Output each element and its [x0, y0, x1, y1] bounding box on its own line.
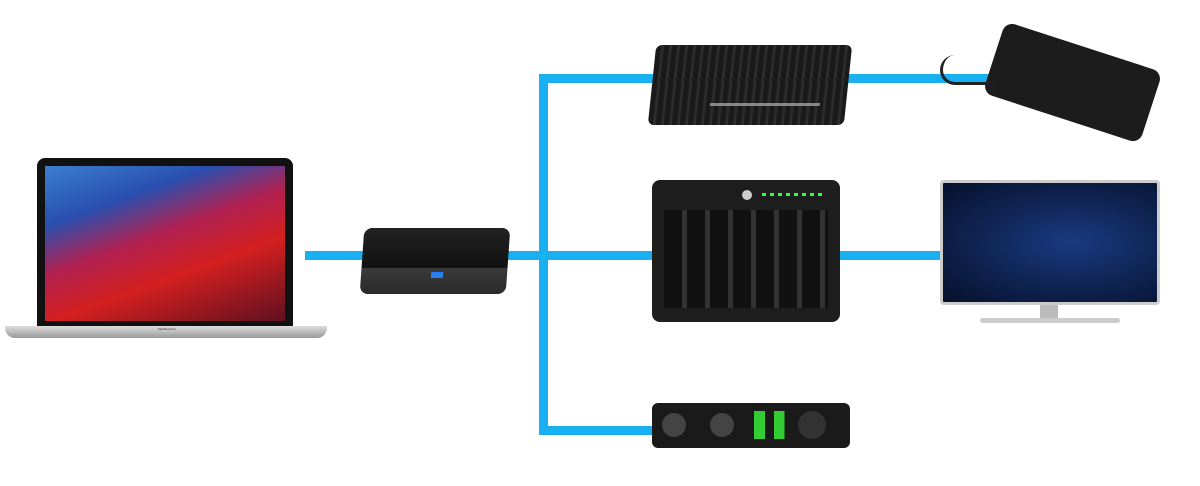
drive-bays — [664, 210, 828, 308]
audio-interface — [652, 403, 850, 448]
connection-bottom — [539, 426, 659, 435]
connection-trunk — [539, 74, 548, 435]
curved-monitor — [940, 180, 1160, 326]
laptop-label: MacBook Pro — [157, 327, 176, 331]
portable-ssd — [982, 21, 1163, 144]
input-jack — [662, 413, 686, 437]
usb-port — [430, 272, 444, 278]
external-drive — [647, 45, 853, 125]
level-meters — [754, 411, 790, 439]
usb-c-cable — [940, 55, 1000, 85]
volume-knob — [798, 411, 826, 439]
raid-enclosure — [652, 180, 840, 322]
laptop: MacBook Pro — [5, 158, 327, 343]
dock — [359, 228, 511, 294]
status-leds — [762, 193, 824, 196]
input-jack — [710, 413, 734, 437]
connection-laptop-dock — [305, 251, 945, 260]
laptop-screen — [45, 166, 285, 321]
